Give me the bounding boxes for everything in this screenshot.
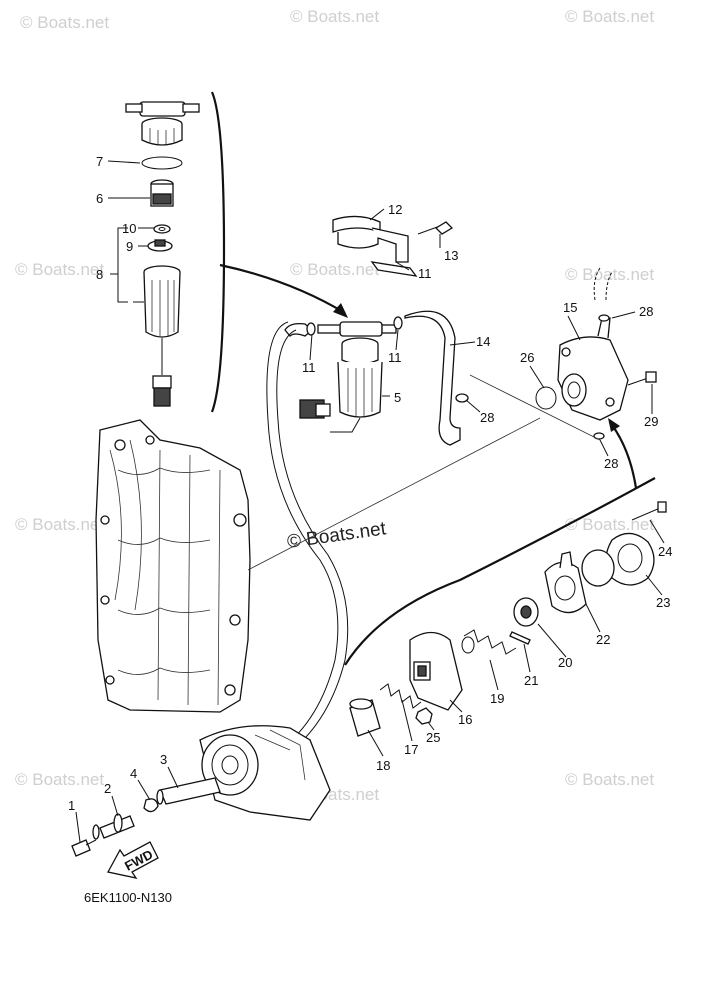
callout-11b: 11	[388, 350, 402, 365]
fuel-pump	[535, 267, 657, 440]
callout-5: 5	[394, 390, 401, 405]
callout-21: 20	[558, 655, 572, 670]
fuel-filter-exploded	[125, 101, 200, 407]
callout-18: 17	[404, 742, 418, 757]
engine-block	[95, 419, 251, 713]
inset-bracket	[210, 91, 226, 413]
watermark: © Boats.net	[15, 515, 104, 534]
callout-6: 6	[96, 191, 103, 206]
watermark: © Boats.net	[290, 260, 379, 279]
watermark: © Boats.net	[565, 515, 654, 534]
callout-3: 3	[160, 752, 167, 767]
watermark: © Boats.net	[565, 265, 654, 284]
fwd-arrow-icon: FWD	[107, 841, 159, 879]
callout-13: 12	[388, 202, 402, 217]
callout-27: 26	[520, 350, 534, 365]
callout-16: 15	[563, 300, 577, 315]
callout-29: 29	[644, 414, 658, 429]
arrow-head	[333, 303, 348, 318]
callout-25: 24	[658, 544, 672, 559]
watermark: © Boats.net	[565, 770, 654, 789]
callout-28a: 28	[480, 410, 494, 425]
callout-2: 2	[104, 781, 111, 796]
watermark: © Boats.net	[15, 260, 104, 279]
callout-26: 25	[426, 730, 440, 745]
watermark: © Boats.net	[15, 770, 104, 789]
inset-pointer-line	[219, 263, 346, 314]
reference-line	[247, 417, 541, 571]
callout-15: 14	[476, 334, 490, 349]
callout-4: 4	[130, 766, 137, 781]
diagram-code: 6EK1100-N130	[84, 890, 172, 905]
callout-24: 23	[656, 595, 670, 610]
callout-20: 19	[490, 691, 504, 706]
inset-bracket	[344, 477, 656, 666]
callout-10: 10	[122, 221, 136, 236]
callout-22: 21	[524, 673, 538, 688]
callout-14: 13	[444, 248, 458, 263]
watermark: © Boats.net	[20, 13, 109, 32]
drive-parts	[71, 777, 221, 857]
fuel-line	[261, 321, 339, 791]
watermark: © Boats.net	[565, 7, 654, 26]
callout-1: 1	[68, 798, 75, 813]
callout-7: 7	[96, 154, 103, 169]
callout-19: 18	[376, 758, 390, 773]
callout-23: 22	[596, 632, 610, 647]
fuel-line	[276, 329, 349, 753]
reference-line	[469, 374, 601, 441]
callout-17: 16	[458, 712, 472, 727]
callout-12: 11	[418, 266, 432, 281]
callouts: 7 6 10 9 8 12 13 11 11 11 5 14 28 15 28 …	[68, 154, 672, 813]
pump-exploded	[349, 501, 667, 737]
arrow-head	[608, 418, 620, 432]
callout-9: 9	[126, 239, 133, 254]
lower-housing	[199, 725, 331, 821]
inset-pointer-line	[611, 424, 638, 489]
fwd-label: FWD	[122, 847, 155, 874]
callout-11: 11	[302, 360, 316, 375]
fuel-filter-assembly	[284, 215, 469, 446]
callout-28b: 28	[639, 304, 653, 319]
callout-28c: 28	[604, 456, 618, 471]
watermark: © Boats.net	[290, 7, 379, 26]
callout-8: 8	[96, 267, 103, 282]
callout-leaders	[75, 160, 665, 843]
